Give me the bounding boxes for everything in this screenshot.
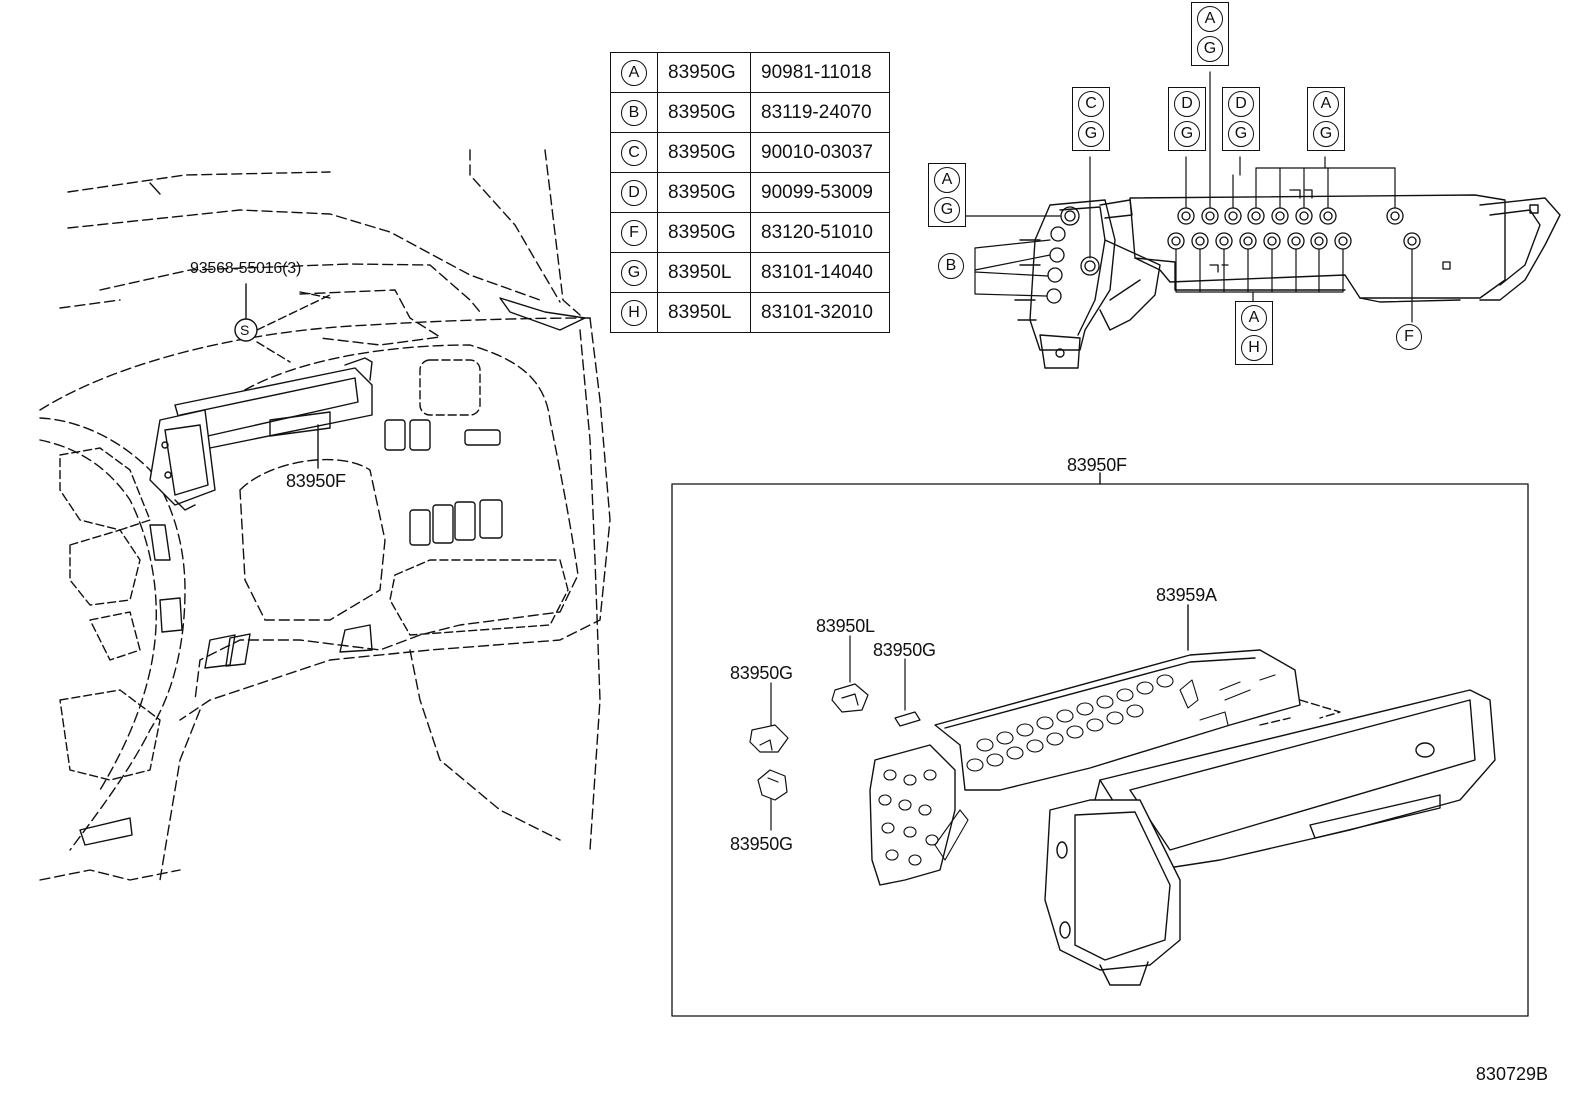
- cluster-left-label: 83950F: [286, 471, 346, 491]
- tag-letter-circle: G: [1228, 121, 1254, 147]
- legend-key-circle: B: [621, 99, 647, 126]
- legend-part-number: 83120-51010: [750, 212, 890, 253]
- cluster-rear-drawing: [964, 71, 1561, 369]
- legend-code: 83950G: [657, 92, 751, 133]
- legend-part-number: 83119-24070: [750, 92, 890, 133]
- legend-part-number: 90010-03037: [750, 132, 890, 173]
- figure-id: 830729B: [1475, 1064, 1548, 1084]
- legend-code: 83950G: [657, 172, 751, 213]
- socket-parts: [749, 635, 921, 831]
- legend-key-circle: F: [621, 219, 647, 246]
- legend-part-number: 90981-11018: [750, 52, 890, 93]
- screw-symbol: S: [240, 322, 250, 338]
- tag-letter-circle: G: [1174, 121, 1200, 147]
- dashboard-drawing: [39, 149, 611, 881]
- legend-code: 83950L: [657, 292, 751, 333]
- tag-letter-circle: D: [1228, 91, 1254, 117]
- tag-letter-circle: D: [1174, 91, 1200, 117]
- tag-f-bottom: F: [1396, 321, 1422, 353]
- assembly-title-label: 83950F: [1067, 455, 1127, 475]
- legend-part-number: 83101-14040: [750, 252, 890, 293]
- legend-code: 83950G: [657, 52, 751, 93]
- legend-key-circle: C: [621, 139, 647, 166]
- legend-code: 83950G: [657, 132, 751, 173]
- tag-letter-circle: G: [1197, 36, 1223, 62]
- tag-letter-circle: A: [1313, 91, 1339, 117]
- legend-key-circle: G: [621, 259, 647, 286]
- tag-letter-circle: A: [1197, 6, 1223, 32]
- tag-letter-circle: B: [938, 253, 964, 279]
- tag-letter-circle: A: [1241, 305, 1267, 331]
- legend-key-circle: A: [621, 59, 647, 86]
- plate-label: 83959A: [1156, 585, 1217, 605]
- legend-key-circle: H: [621, 299, 647, 326]
- socket-g-lower-label: 83950G: [730, 834, 793, 854]
- leader-lines: [964, 71, 1413, 323]
- legend-part-number: 83101-32010: [750, 292, 890, 333]
- tag-b-left: B: [938, 250, 964, 282]
- tag-letter-circle: C: [1078, 91, 1104, 117]
- tag-letter-circle: H: [1241, 335, 1267, 361]
- socket-l-label: 83950L: [816, 616, 875, 636]
- assembly-box: [671, 472, 1529, 1017]
- legend-key-circle: D: [621, 179, 647, 206]
- tag-letter-circle: G: [1078, 121, 1104, 147]
- legend-part-number: 90099-53009: [750, 172, 890, 213]
- tag-letter-circle: G: [1313, 121, 1339, 147]
- bulb-g-label: 83950G: [873, 640, 936, 660]
- legend-code: 83950L: [657, 252, 751, 293]
- socket-g-upper-label: 83950G: [730, 663, 793, 683]
- tag-letter-circle: F: [1396, 324, 1422, 350]
- tag-letter-circle: A: [934, 167, 960, 193]
- tag-letter-circle: G: [934, 197, 960, 223]
- screw-part-label: 93568-55016(3): [190, 260, 302, 277]
- legend-code: 83950G: [657, 212, 751, 253]
